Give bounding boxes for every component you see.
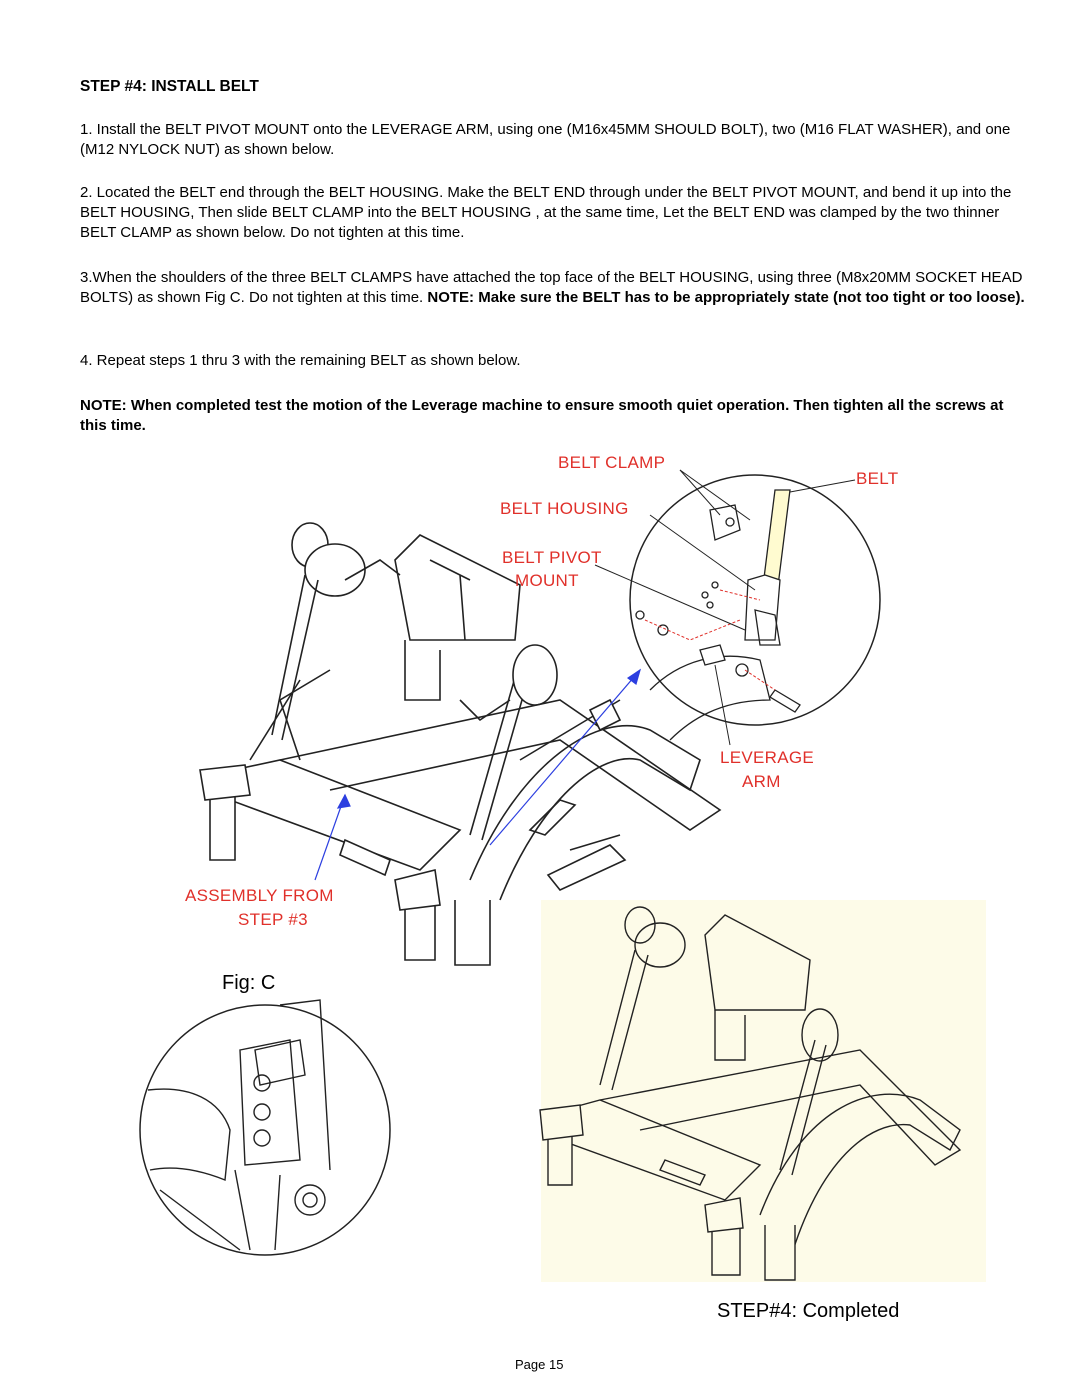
fig-caption: Fig: C <box>222 972 276 994</box>
step-2-text: 2. Located the BELT end through the BELT… <box>80 184 1012 241</box>
step-3-body: 3.When the shoulders of the three BELT C… <box>80 269 1023 306</box>
step-1-text: 1. Install the BELT PIVOT MOUNT onto the… <box>80 121 1011 158</box>
step-heading: STEP #4: INSTALL BELT <box>80 78 259 95</box>
step-4-text: 4. Repeat steps 1 thru 3 with the remain… <box>80 352 521 369</box>
step-3-text: 3.When the shoulders of the three BELT C… <box>80 268 1025 308</box>
label-arm: ARM <box>742 772 781 791</box>
label-leverage: LEVERAGE <box>720 748 814 767</box>
label-belt-housing: BELT HOUSING <box>500 499 629 518</box>
completion-note: NOTE: When completed test the motion of … <box>80 397 1004 434</box>
belt-detail-circle <box>594 469 881 746</box>
label-belt-clamp: BELT CLAMP <box>558 453 665 472</box>
completed-panel <box>539 900 986 1282</box>
label-mount: MOUNT <box>515 571 579 590</box>
step-3-note: NOTE: Make sure the BELT has to be appro… <box>427 289 1025 306</box>
label-assembly-from: ASSEMBLY FROM <box>185 886 334 905</box>
belt-housing-closeup <box>139 999 391 1256</box>
label-belt-pivot: BELT PIVOT <box>502 548 602 567</box>
label-belt: BELT <box>856 469 898 488</box>
page-number: Page 15 <box>515 1357 564 1372</box>
callout-arrows <box>314 668 642 881</box>
leverage-machine-drawing <box>199 522 722 966</box>
label-step3: STEP #3 <box>238 910 308 929</box>
completed-caption: STEP#4: Completed <box>717 1300 900 1322</box>
